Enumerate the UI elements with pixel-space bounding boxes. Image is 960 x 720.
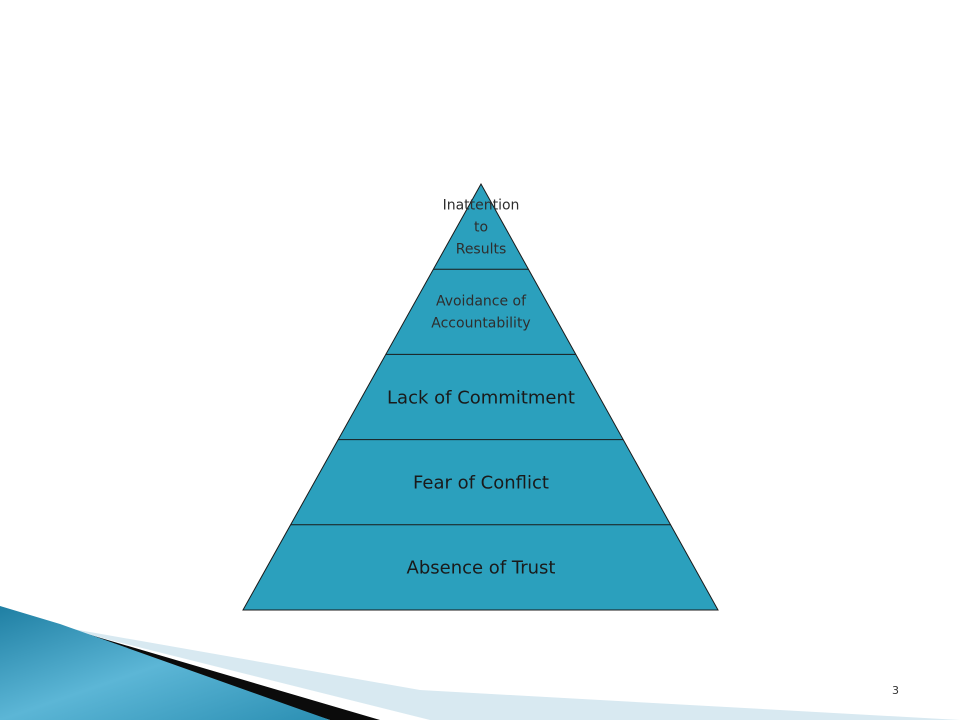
tier-label-3: Lack of Commitment	[387, 387, 575, 408]
tier-label-line: Accountability	[431, 316, 530, 332]
pyramid-tier-dividers	[290, 268, 671, 526]
page-number: 3	[892, 684, 899, 697]
corner-swoosh-decoration	[0, 606, 960, 720]
tier-label-5: Absence of Trust	[407, 558, 556, 579]
tier-label-line: Results	[456, 242, 507, 258]
swoosh-blue-band	[0, 606, 330, 720]
tier-label-line: Fear of Conflict	[413, 473, 549, 494]
tier-label-line: Absence of Trust	[407, 558, 556, 579]
swoosh-light-band	[50, 625, 960, 720]
tier-label-line: Inattention	[443, 198, 520, 214]
tier-label-line: Lack of Commitment	[387, 387, 575, 408]
tier-label-line: Avoidance of	[436, 294, 527, 310]
pyramid-shape	[242, 182, 719, 611]
tier-label-line: to	[474, 220, 488, 236]
tier-label-4: Fear of Conflict	[413, 473, 549, 494]
tier-label-2: Avoidance of Accountability	[431, 294, 530, 332]
